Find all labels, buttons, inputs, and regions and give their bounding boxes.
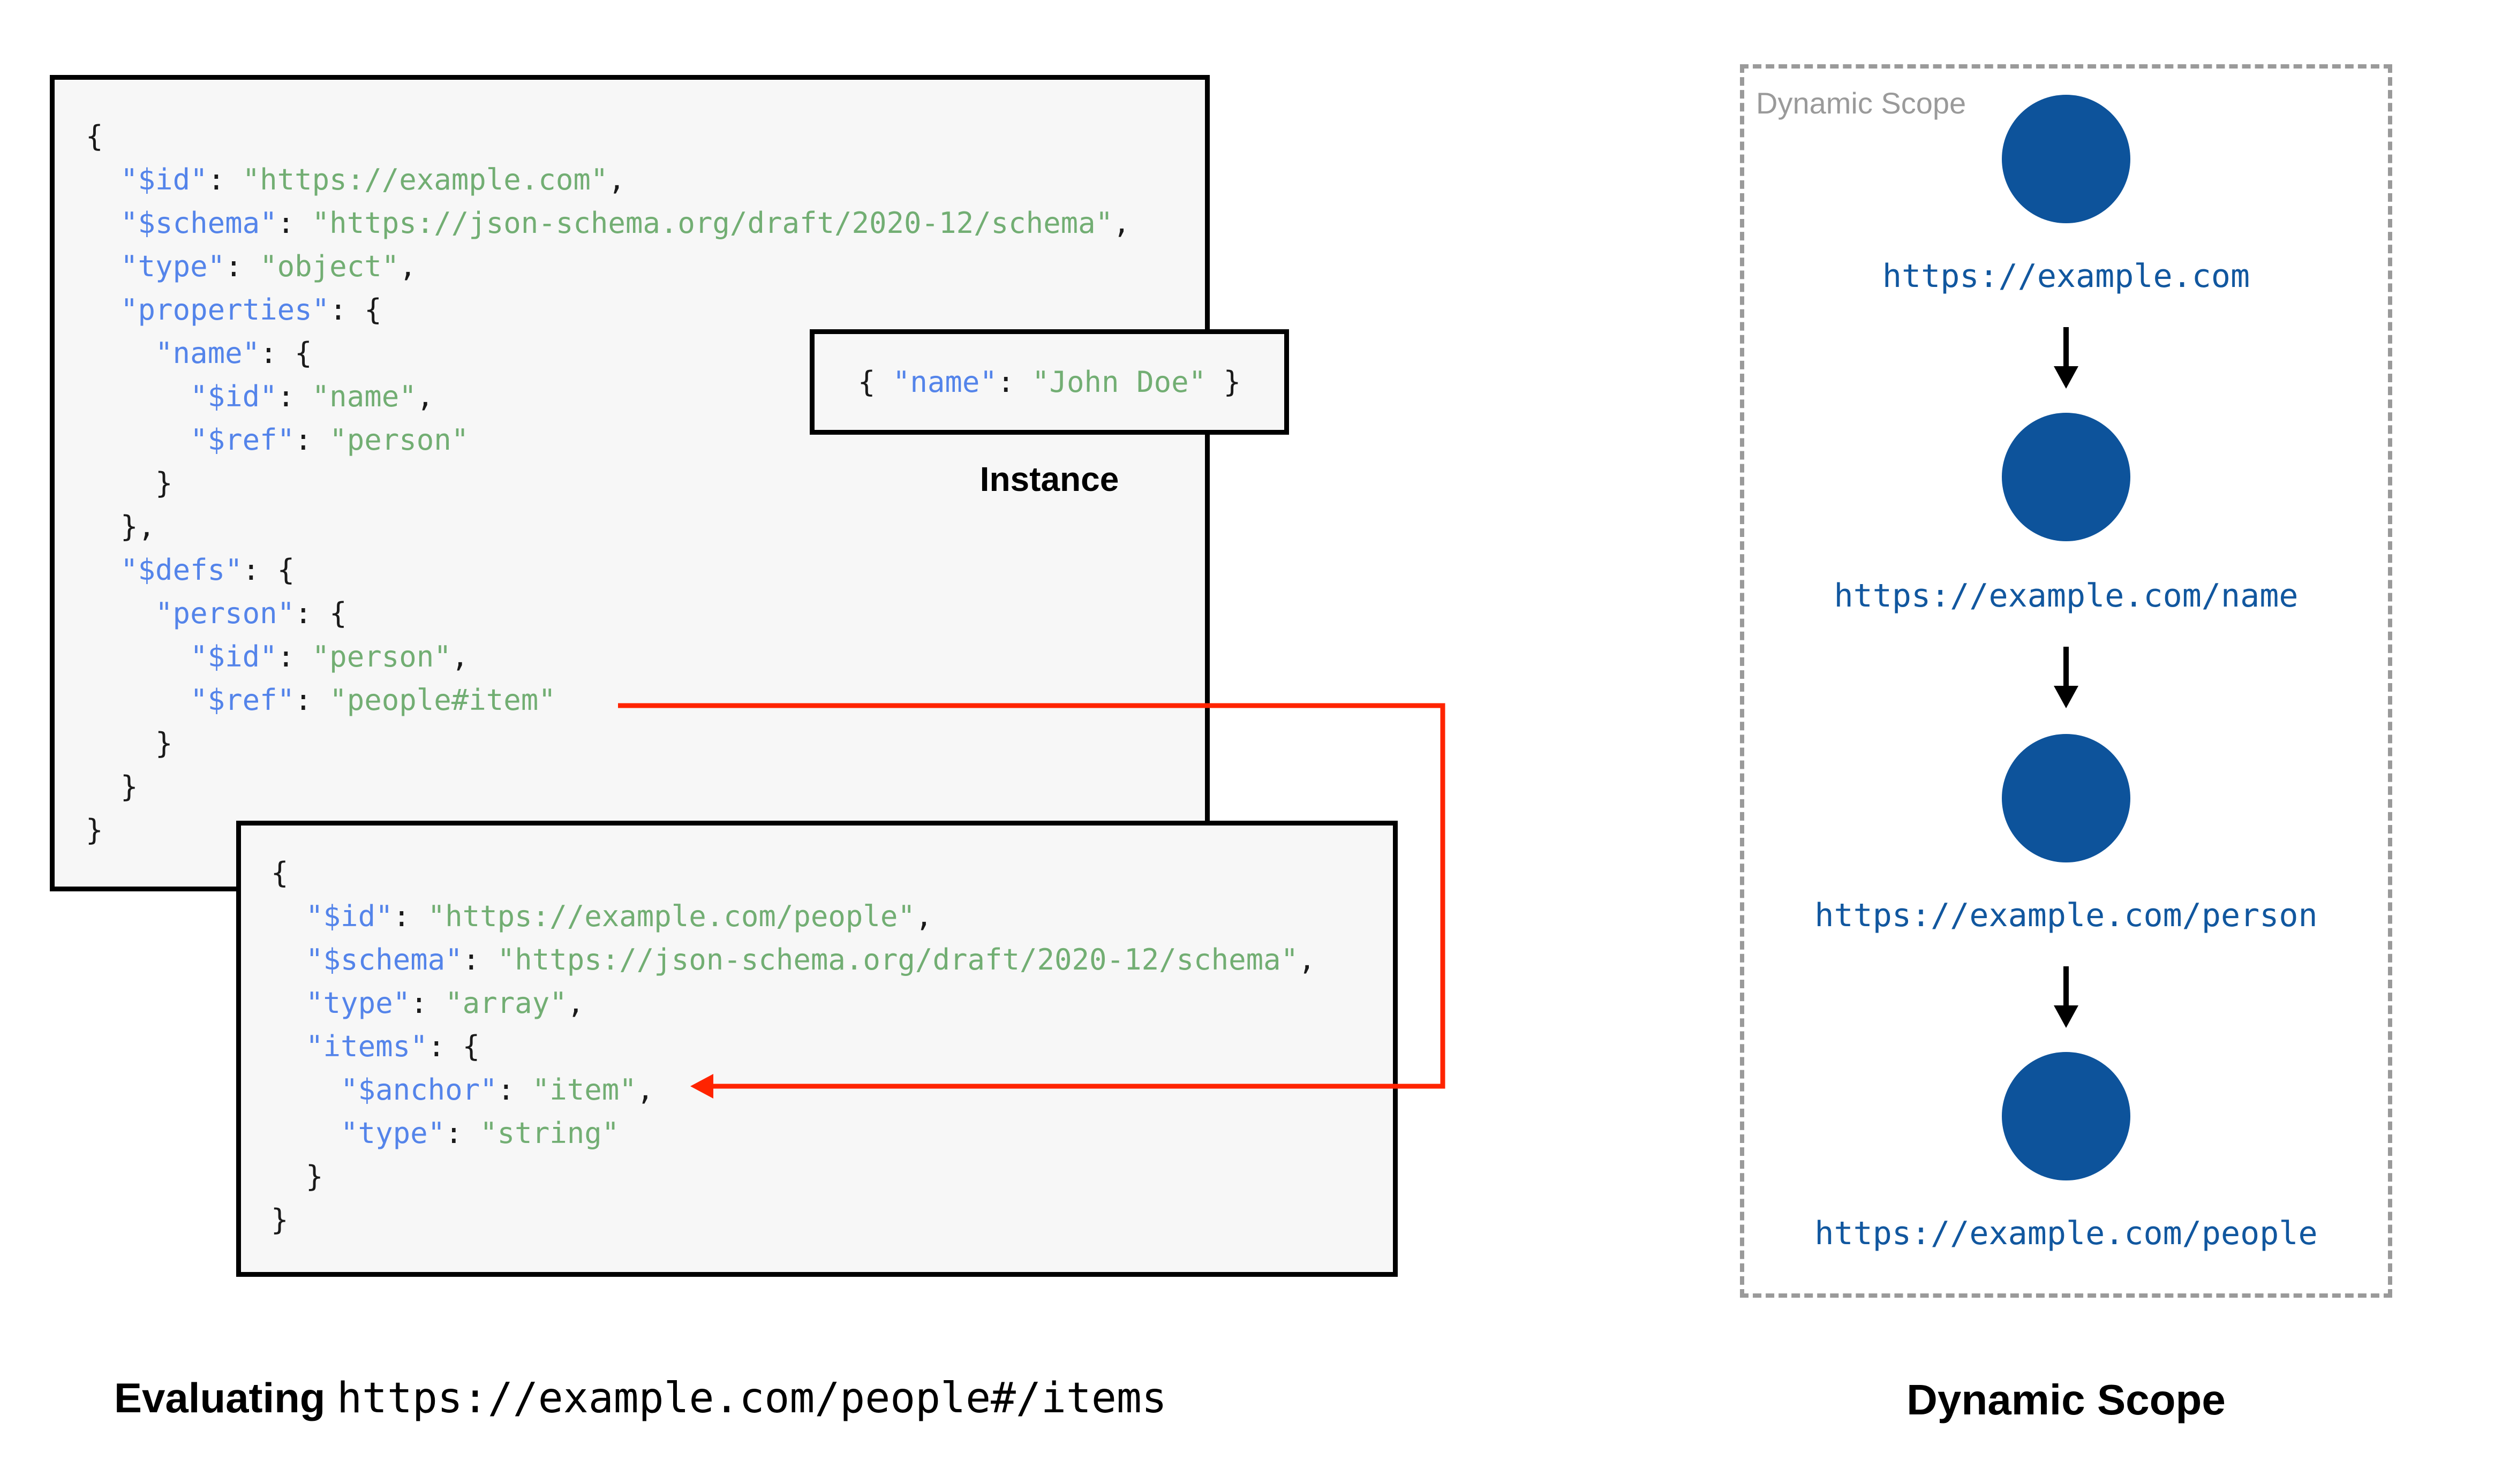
code-line: } [271, 1203, 289, 1237]
code-line: } [271, 1160, 323, 1193]
caption-dynamic-scope: Dynamic Scope [1906, 1376, 2226, 1424]
code-line: "person": { [155, 596, 347, 630]
code-line: "$schema": "https://json-schema.org/draf… [120, 206, 1131, 240]
code-line: "properties": { [120, 293, 382, 327]
scope-node-url: https://example.com [1882, 258, 2250, 295]
code-line: "$id": "https://example.com/people", [306, 899, 933, 933]
arrow-shaft [2063, 327, 2069, 367]
code-line: "type": "string" [341, 1116, 620, 1150]
root-schema-code: { "$id": "https://example.com", "$schema… [86, 115, 1205, 852]
code-line: "$ref": "person" [190, 423, 469, 457]
people-schema-code: { "$id": "https://example.com/people", "… [271, 851, 1393, 1241]
code-line: "$schema": "https://json-schema.org/draf… [306, 943, 1316, 976]
caption-evaluating: Evaluating https://example.com/people#/i… [114, 1372, 1167, 1425]
code-line: "type": "object", [120, 249, 417, 283]
code-line: "type": "array", [306, 986, 585, 1020]
arrow-head [2054, 366, 2078, 389]
arrow-head [2054, 1005, 2078, 1028]
code-line: "$id": "name", [190, 380, 434, 413]
instance-label: Instance [979, 460, 1119, 498]
instance-code: { "name": "John Doe" } [858, 360, 1241, 404]
code-line: "$id": "https://example.com", [120, 163, 626, 196]
arrow-shaft [2063, 966, 2069, 1006]
code-line: "$id": "person", [190, 640, 469, 673]
arrow-down-icon [2050, 647, 2082, 708]
arrow-shaft [2063, 647, 2069, 687]
code-line: } [86, 770, 138, 804]
scope-node-url: https://example.com/person [1814, 897, 2318, 934]
dynamic-scope-panel: Dynamic Scope https://example.com https:… [1740, 64, 2392, 1298]
scope-node-circle [2002, 734, 2130, 862]
code-line: } [86, 726, 173, 760]
code-line: } [86, 813, 103, 847]
instance-box: { "name": "John Doe" } [810, 329, 1289, 435]
code-line: "$anchor": "item", [341, 1073, 654, 1107]
scope-node-url: https://example.com/name [1834, 577, 2299, 615]
code-line: { "name": "John Doe" } [857, 365, 1241, 399]
code-line: } [86, 466, 173, 500]
arrow-down-icon [2050, 966, 2082, 1028]
code-line: "items": { [306, 1029, 480, 1063]
people-schema-box: { "$id": "https://example.com/people", "… [236, 821, 1398, 1277]
code-line: { [271, 856, 289, 890]
scope-node-circle [2002, 1052, 2130, 1180]
code-line: { [86, 119, 103, 153]
scope-node-circle [2002, 413, 2130, 541]
scope-node-circle [2002, 95, 2130, 223]
dynamic-scope-panel-title: Dynamic Scope [1756, 86, 1966, 120]
caption-evaluating-prefix: Evaluating [114, 1374, 337, 1421]
caption-evaluating-uri: https://example.com/people#/items [337, 1374, 1167, 1422]
arrow-head [2054, 686, 2078, 708]
code-line: "$ref": "people#item" [190, 683, 556, 717]
code-line: "$defs": { [120, 553, 295, 587]
arrow-down-icon [2050, 327, 2082, 389]
code-line: "name": { [155, 336, 312, 370]
scope-node-url: https://example.com/people [1814, 1215, 2318, 1252]
code-line: }, [86, 510, 156, 543]
